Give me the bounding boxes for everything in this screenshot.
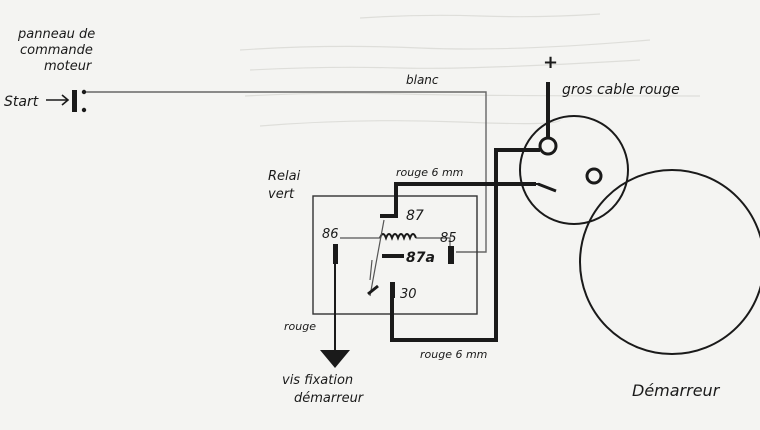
start-arrow — [46, 94, 70, 106]
pin-86-label: 86 — [322, 227, 339, 242]
start-label: Start — [4, 94, 39, 110]
solenoid-main-terminal — [538, 136, 558, 156]
start-switch-dot-top — [81, 89, 87, 95]
vis-fixation-label-line2: démarreur — [294, 391, 365, 406]
solenoid-small-terminal — [585, 167, 603, 185]
panel-label-line3: moteur — [44, 59, 93, 74]
background-notes — [239, 13, 701, 127]
start-switch-dot-bottom — [81, 107, 87, 113]
pin-86-terminal — [333, 244, 338, 264]
gros-cable-label: gros cable rouge — [562, 82, 680, 98]
pin-85-label: 85 — [440, 231, 457, 246]
relay-armature — [369, 219, 385, 297]
panel-label-line2: commande — [20, 43, 93, 58]
ground-arrow — [320, 350, 350, 368]
solenoid-contact — [537, 182, 557, 193]
pin-30-terminal — [390, 282, 395, 298]
pin-30-label: 30 — [400, 287, 417, 302]
blanc-label: blanc — [406, 73, 439, 87]
vis-fixation-label-line1: vis fixation — [282, 373, 353, 388]
rouge-left-label: rouge — [284, 320, 316, 333]
starter-motor-body — [579, 169, 760, 355]
pin-87-label: 87 — [406, 208, 424, 224]
panel-label-line1: panneau de — [17, 27, 95, 42]
blanc-wire — [86, 91, 487, 253]
pin-87a-label: 87a — [406, 250, 435, 266]
rouge-6mm-top-label: rouge 6 mm — [396, 166, 463, 179]
plus-label: + — [543, 52, 558, 73]
pin-30-contact — [367, 284, 379, 296]
demarreur-label: Démarreur — [632, 381, 721, 400]
relai-label-line1: Relai — [268, 169, 301, 184]
rouge-6mm-bottom-label: rouge 6 mm — [420, 348, 487, 361]
pin-85-terminal — [448, 246, 454, 264]
solenoid-body — [519, 115, 629, 225]
relay-coil — [379, 233, 417, 241]
rouge-6mm-bottom-wire — [390, 148, 540, 342]
relai-label-line2: vert — [268, 187, 295, 202]
start-switch — [72, 90, 77, 112]
